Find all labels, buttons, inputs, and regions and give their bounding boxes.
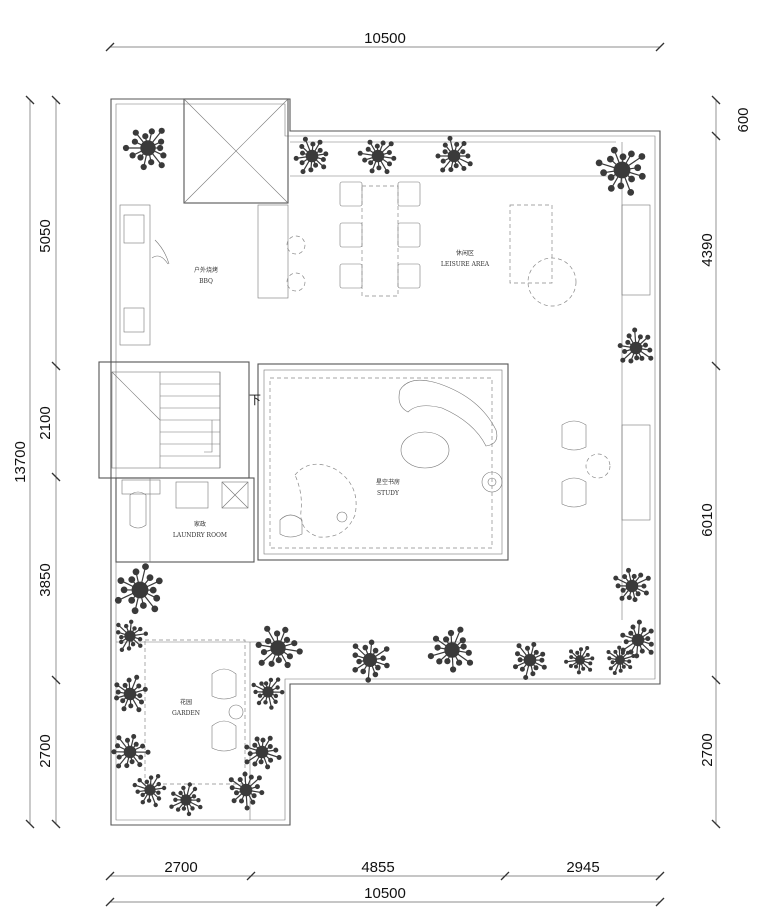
shrub-icon <box>513 642 547 680</box>
shrub-icon <box>169 782 203 817</box>
shrub-icon <box>357 139 397 175</box>
left-seg-2-label: 2100 <box>37 406 54 439</box>
right-seg-3-label: 6010 <box>699 503 716 536</box>
shrub-icon <box>613 567 651 603</box>
left-seg-4-label: 2700 <box>37 734 54 767</box>
left-seg-1-label: 5050 <box>37 219 54 252</box>
dining-set <box>286 181 421 297</box>
shrub-icon <box>114 674 148 713</box>
shrub-icon <box>116 619 148 652</box>
plants <box>111 127 654 817</box>
shrub-icon <box>132 774 167 808</box>
stair-down-label: 下 <box>249 393 261 407</box>
study-label-en: STUDY <box>377 490 400 497</box>
stair <box>98 361 250 479</box>
shrub-icon <box>435 135 473 173</box>
bbq-counter <box>119 204 289 346</box>
shrub-icon <box>617 327 654 364</box>
leisure-label-cn: 休闲区 <box>456 249 474 257</box>
laundry-room <box>115 477 255 563</box>
shrub-icon <box>228 771 265 811</box>
leisure-label-en: LEISURE AREA <box>441 261 490 268</box>
shrub-icon <box>255 625 303 669</box>
planter-edges <box>116 141 623 820</box>
study-label-cn: 星空书房 <box>376 478 400 486</box>
bottom-seg-3-label: 2945 <box>566 859 599 876</box>
garden-furniture <box>144 639 246 785</box>
shrub-icon <box>352 639 390 683</box>
bbq-label-cn: 户外烧烤 <box>194 266 218 274</box>
skylight <box>183 98 289 204</box>
shrub-icon <box>114 563 163 615</box>
shrub-icon <box>111 734 151 769</box>
right-seg-2-label: 4390 <box>699 233 716 266</box>
bottom-total-label: 10500 <box>364 885 406 902</box>
shrub-icon <box>564 646 595 675</box>
shrub-icon <box>244 735 282 770</box>
room-labels: 户外烧烤 BBQ 休闲区 LEISURE AREA 星空书房 STUDY 家政 … <box>172 249 490 717</box>
laundry-label-en: LAUNDRY ROOM <box>173 532 227 539</box>
shrub-icon <box>122 127 167 171</box>
left-seg-3-label: 3850 <box>37 563 54 596</box>
top-dimension: 10500 <box>105 30 665 52</box>
left-dimensions: 13700 5050 2100 3850 2700 <box>12 95 61 829</box>
bottom-seg-1-label: 2700 <box>164 859 197 876</box>
shrub-icon <box>595 146 646 196</box>
right-dimensions: 600 4390 6010 2700 <box>699 95 752 829</box>
laundry-label-cn: 家政 <box>194 520 206 528</box>
garden-label-en: GARDEN <box>172 710 200 717</box>
shrub-icon <box>293 136 329 175</box>
right-seg-4-label: 2700 <box>699 733 716 766</box>
shrub-icon <box>251 677 285 710</box>
shrub-icon <box>620 619 654 659</box>
outer-walls <box>110 98 661 826</box>
top-total-label: 10500 <box>364 30 406 47</box>
study-room <box>257 363 509 561</box>
bottom-dimensions: 2700 4855 2945 10500 <box>105 859 665 907</box>
right-seg-1-label: 600 <box>735 107 752 132</box>
bbq-label-en: BBQ <box>199 278 213 285</box>
shrub-icon <box>606 645 636 675</box>
shrub-icon <box>427 626 474 673</box>
garden-label-cn: 花园 <box>180 698 192 706</box>
left-total-label: 13700 <box>12 441 29 483</box>
bottom-seg-2-label: 4855 <box>361 859 394 876</box>
